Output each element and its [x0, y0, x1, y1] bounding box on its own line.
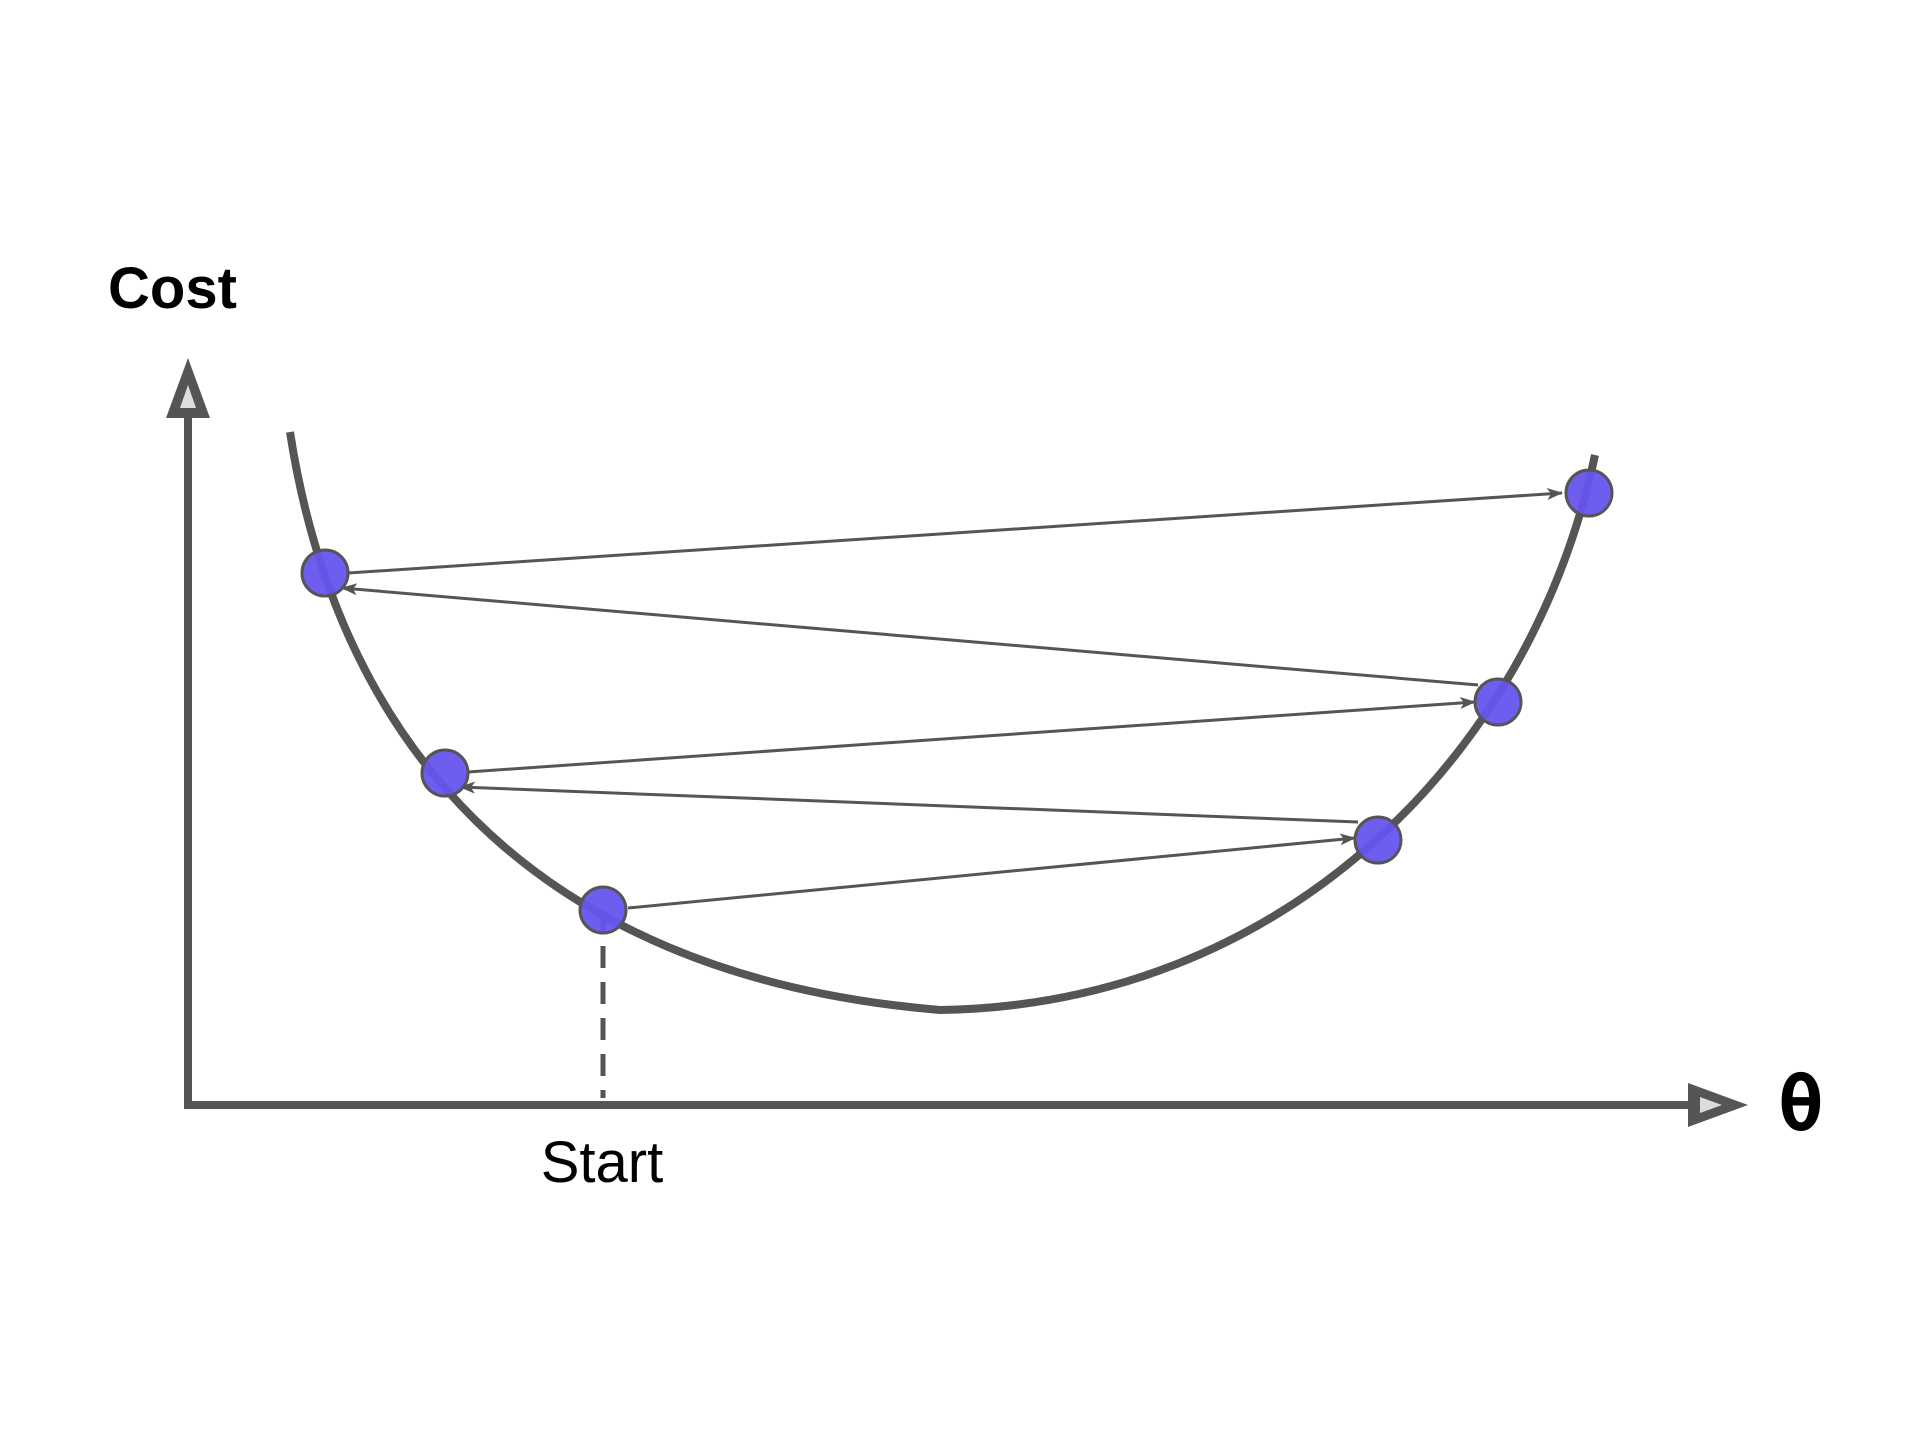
step-point-6 — [1564, 468, 1614, 518]
step-point-4 — [1473, 677, 1523, 727]
step-points — [300, 468, 1614, 935]
y-axis-arrowhead-inner — [180, 385, 196, 408]
cost-curve — [286, 431, 1599, 1015]
step-point-5 — [300, 548, 350, 598]
step-arrow-3 — [467, 697, 1476, 774]
step-arrow-4 — [341, 583, 1479, 687]
x-axis-label: θ — [1778, 1059, 1824, 1148]
y-axis-label: Cost — [108, 256, 237, 321]
step-arrow-2 — [459, 781, 1359, 824]
step-point-2 — [1353, 815, 1403, 865]
step-arrows — [341, 487, 1563, 910]
step-point-3 — [420, 748, 470, 798]
step-arrow-5 — [347, 487, 1563, 575]
start-label: Start — [541, 1130, 664, 1195]
step-arrow-1 — [627, 833, 1356, 910]
x-axis-arrowhead-inner — [1700, 1097, 1722, 1113]
step-point-start — [578, 885, 628, 935]
